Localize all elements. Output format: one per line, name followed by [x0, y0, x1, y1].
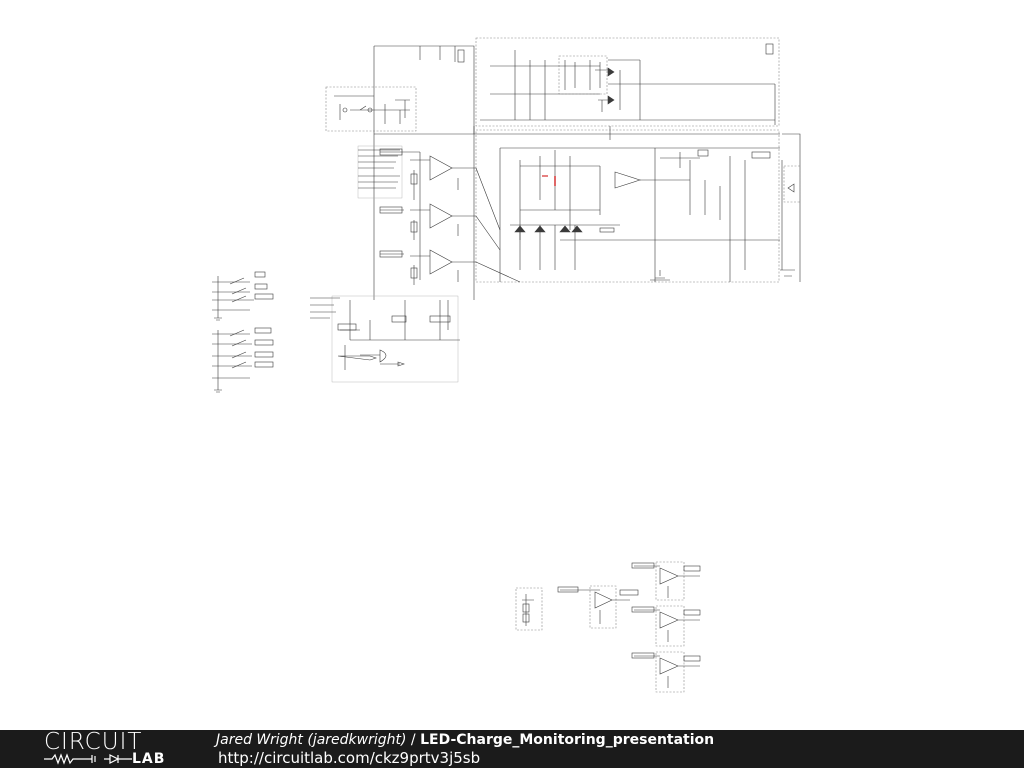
project-url-link[interactable]: http://circuitlab.com/ckz9prtv3j5sb — [218, 749, 481, 767]
logo-waveform-icon — [44, 753, 132, 765]
author-name[interactable]: Jared Wright (jaredkwright) — [216, 732, 407, 748]
logic-block — [310, 295, 460, 383]
opamp-section — [357, 145, 521, 285]
bottom-opamp-circuit — [557, 585, 639, 629]
project-title[interactable]: LED-Charge_Monitoring_presentation — [420, 732, 715, 748]
circuitlab-logo[interactable]: CIRCUIT LAB — [44, 729, 174, 767]
logo-circuit-text: CIRCUIT — [44, 729, 143, 755]
battery-monitor-block — [475, 37, 780, 127]
left-switch-panel-bottom — [212, 327, 274, 393]
bottom-divider-circuit — [515, 587, 543, 631]
left-switch-panel-top — [212, 271, 274, 321]
schematic-drawing — [212, 37, 801, 693]
footer-bar: CIRCUIT LAB Jared Wright (jaredkwright) … — [0, 730, 1024, 768]
charge-monitor-block — [475, 129, 801, 283]
project-credit: Jared Wright (jaredkwright) / LED-Charge… — [216, 731, 714, 749]
logo-lab-text: LAB — [132, 751, 166, 767]
bottom-comparator-circuits — [631, 561, 701, 693]
credit-separator: / — [406, 732, 421, 748]
schematic-canvas[interactable] — [0, 0, 1024, 730]
upper-main-block — [325, 45, 475, 300]
